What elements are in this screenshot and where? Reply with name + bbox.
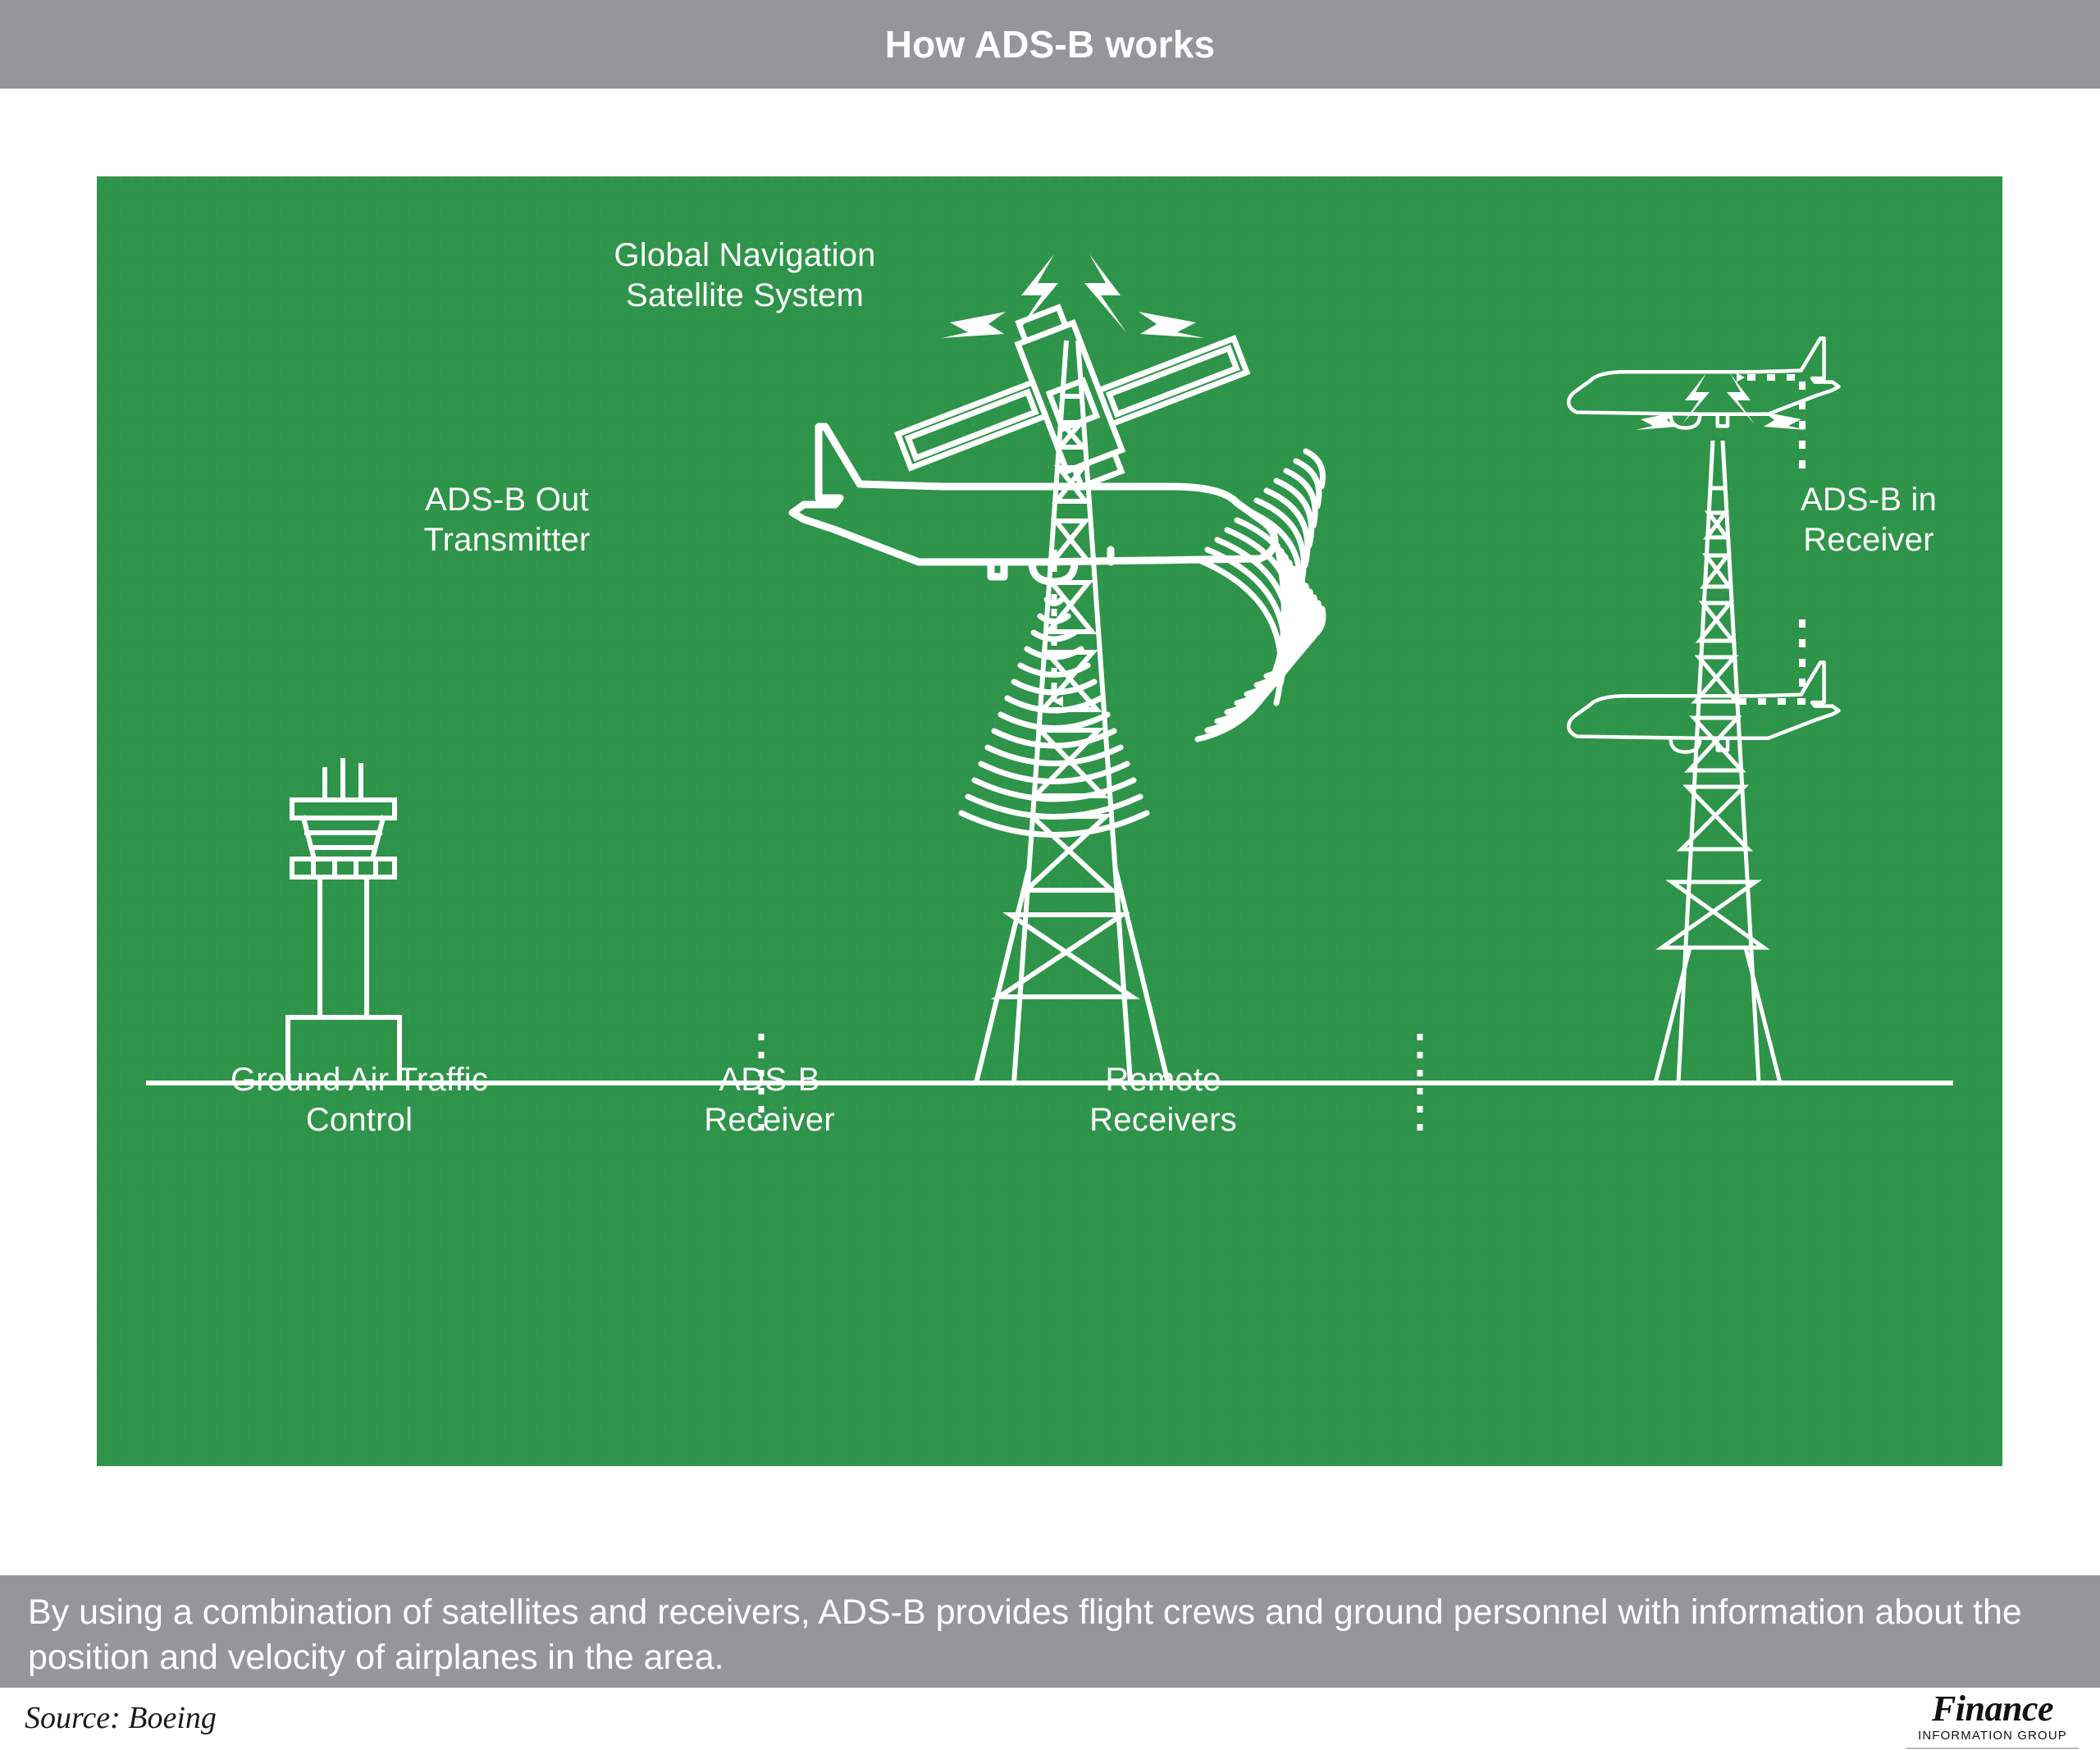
satellite-icon xyxy=(894,304,1251,491)
caption-bar: By using a combination of satellites and… xyxy=(0,1575,2100,1688)
header-bar: How ADS-B works xyxy=(0,0,2100,89)
brand-logo-word: Finance xyxy=(1931,1688,2054,1729)
signal-fan-lower-icon xyxy=(1194,542,1326,742)
footer-bar: Source: Boeing Finance INFORMATION GROUP xyxy=(0,1688,2100,1750)
source-attribution: Source: Boeing xyxy=(25,1701,217,1735)
caption-text: By using a combination of satellites and… xyxy=(28,1592,2022,1677)
airplane-receiver-upper-icon xyxy=(1566,336,1841,430)
brand-logo-subtitle: INFORMATION GROUP xyxy=(1918,1729,2067,1743)
radio-tower-icon xyxy=(942,254,1204,1084)
label-remote-receivers: Remote Receivers xyxy=(1089,1062,1237,1138)
label-ads-b-receiver: ADS-B Receiver xyxy=(704,1062,835,1138)
control-tower-icon xyxy=(285,758,402,1085)
signal-cone-down-icon xyxy=(958,596,1150,838)
brand-logo: Finance INFORMATION GROUP xyxy=(1906,1691,2079,1749)
label-ads-b-in: ADS-B in Receiver xyxy=(1800,482,1938,558)
radio-tower-remote-icon xyxy=(1636,373,1806,1084)
page-title: How ADS-B works xyxy=(884,23,1216,66)
tower-signal-bolts xyxy=(942,254,1204,338)
connector-lower-receiver xyxy=(1737,619,1806,706)
label-gnss: Global Navigation Satellite System xyxy=(614,237,876,313)
remote-tower-signal-bolts xyxy=(1636,373,1806,430)
airplane-receiver-lower-icon xyxy=(1566,660,1841,754)
airplane-transmitter-icon xyxy=(788,423,1279,586)
brand-logo-rule xyxy=(1906,1748,2079,1749)
label-ground-atc: Ground Air Traffic Control xyxy=(230,1062,489,1138)
label-ads-b-out: ADS-B Out Transmitter xyxy=(423,482,591,558)
diagram-panel: Global Navigation Satellite System ADS-B… xyxy=(97,176,2002,1466)
diagram-graphics xyxy=(146,254,1953,1131)
